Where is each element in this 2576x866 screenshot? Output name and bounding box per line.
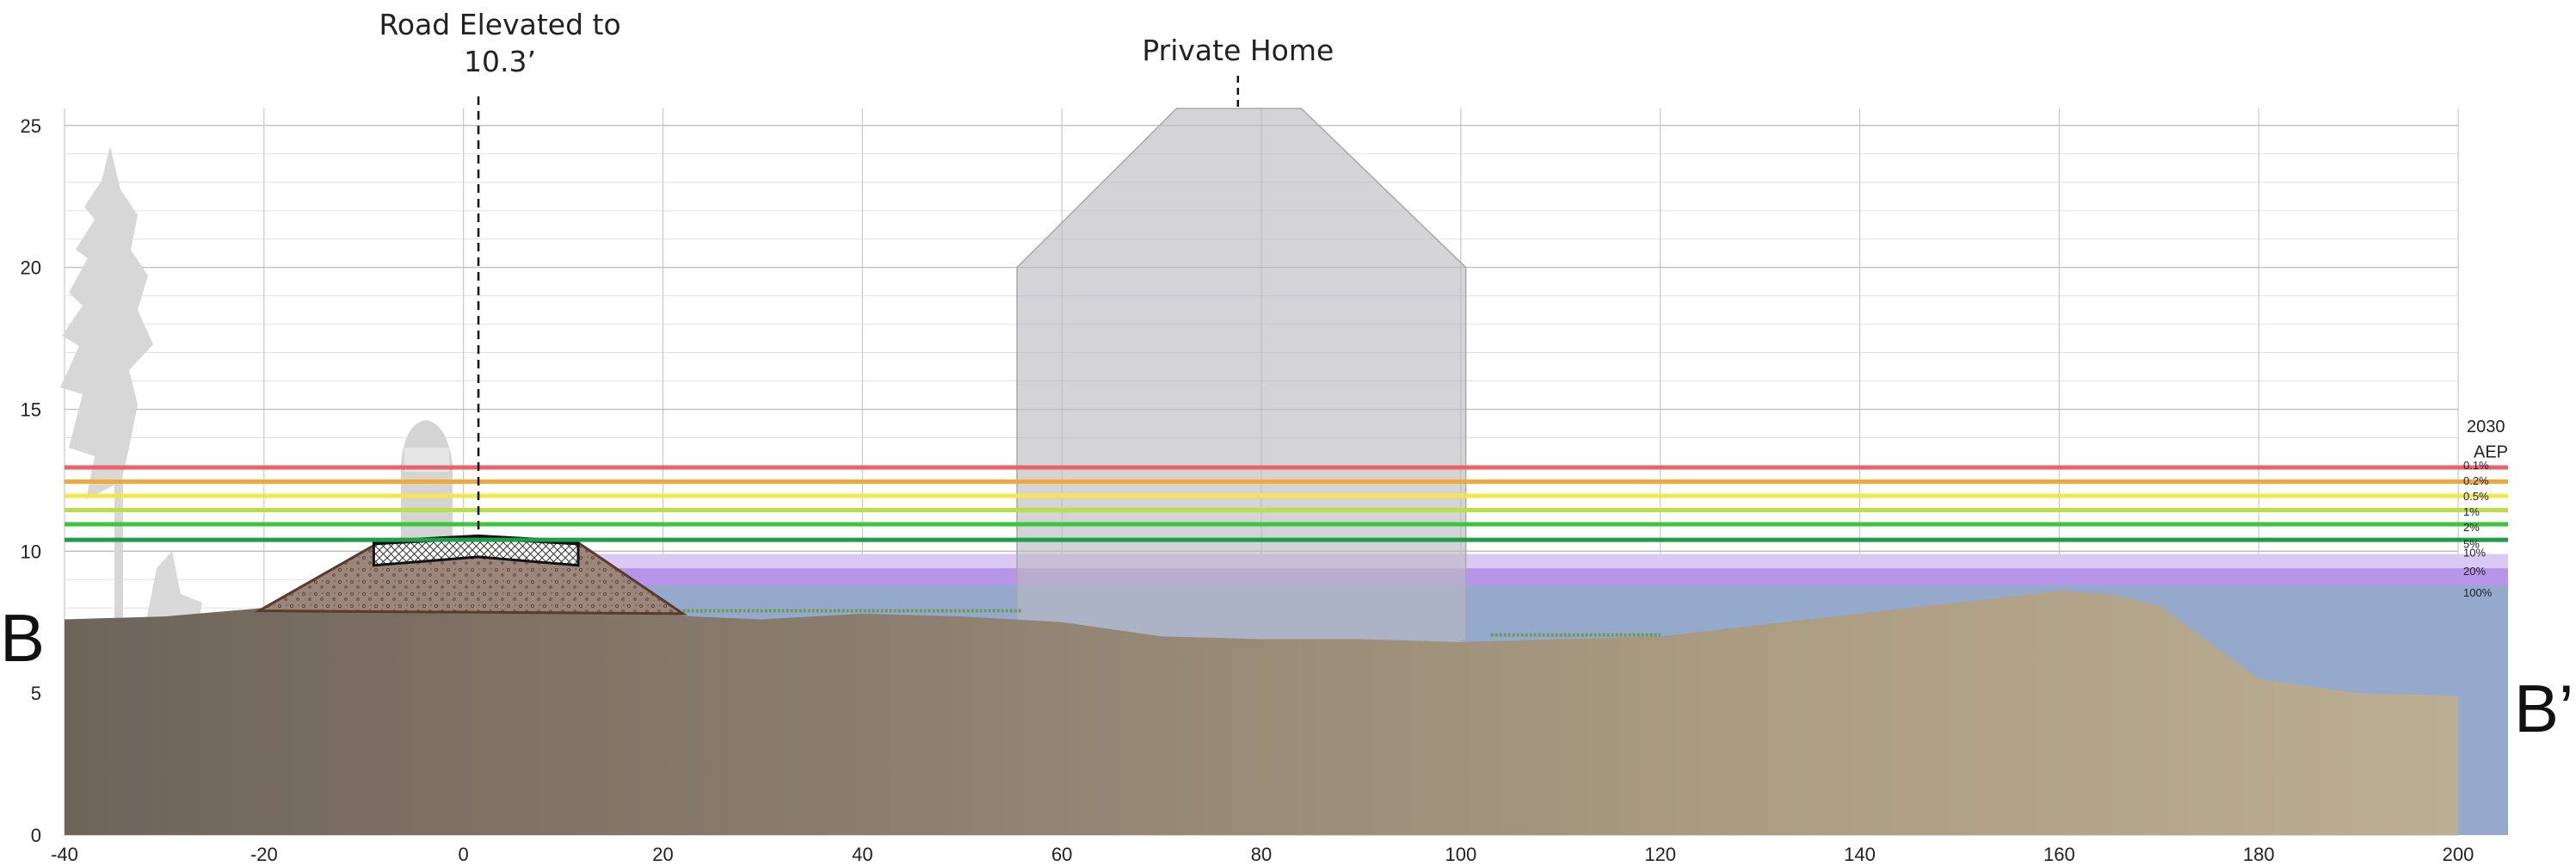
aep-label-2: 0.5% [2463,490,2489,503]
x-tick-label: 100 [1445,844,1476,865]
aep-label-4: 2% [2463,521,2480,534]
ground-fill [65,591,2459,835]
aep-flood-lines [65,465,2508,542]
x-tick-label: 60 [1051,844,1072,865]
x-tick-label: 80 [1251,844,1272,865]
y-tick-label: 5 [31,683,41,704]
callout-label: Private Home [1142,34,1334,67]
section-labels: B B’ [0,600,2573,746]
callout-label-line2: 10.3’ [464,45,536,78]
x-tick-label: 140 [1844,844,1876,865]
y-tick-label: 15 [21,399,41,420]
x-tick-label: -20 [250,844,278,865]
x-tick-label: 180 [2243,844,2275,865]
aep-band-label-0: 10% [2463,547,2486,560]
x-tick-label: 0 [459,844,469,865]
y-tick-label: 20 [21,257,41,279]
section-start-label: B [0,600,45,676]
x-tick-label: 20 [652,844,673,865]
callout-label: Road Elevated to [379,8,620,41]
x-axis-ticks: -40 -20 0 20 40 60 80 100 120 140 160 180 200 [51,844,2474,865]
x-tick-label: 40 [852,844,872,865]
tree-trunk [114,482,123,628]
aep-band-label-1: 20% [2463,565,2486,578]
y-axis-ticks: 0 5 10 15 20 25 [21,115,41,846]
elevated-road [254,534,687,615]
aep-label-3: 1% [2463,505,2480,518]
aep-label-0: 0.1% [2463,459,2489,472]
aep-label-1: 0.2% [2463,474,2489,487]
car-silhouette [401,420,453,551]
y-tick-label: 0 [31,825,41,846]
aep-label-5: 5% [2463,538,2480,551]
x-tick-label: 120 [1644,844,1676,865]
x-tick-label: -40 [51,844,78,865]
ground-profile [65,591,2459,835]
aep-band-label-2: 100% [2463,586,2493,599]
x-tick-label: 200 [2443,844,2474,865]
tree-silhouette [60,146,153,517]
y-tick-label: 10 [21,541,41,562]
callouts: Road Elevated to 10.3’ Private Home [379,8,1334,537]
aep-header-aep: AEP [2474,443,2508,462]
section-end-label: B’ [2514,671,2573,746]
aep-header-year: 2030 [2467,418,2505,436]
shrub-silhouette [146,551,202,628]
x-tick-label: 160 [2043,844,2075,865]
y-tick-label: 25 [21,115,41,137]
background-silhouettes [60,146,453,628]
